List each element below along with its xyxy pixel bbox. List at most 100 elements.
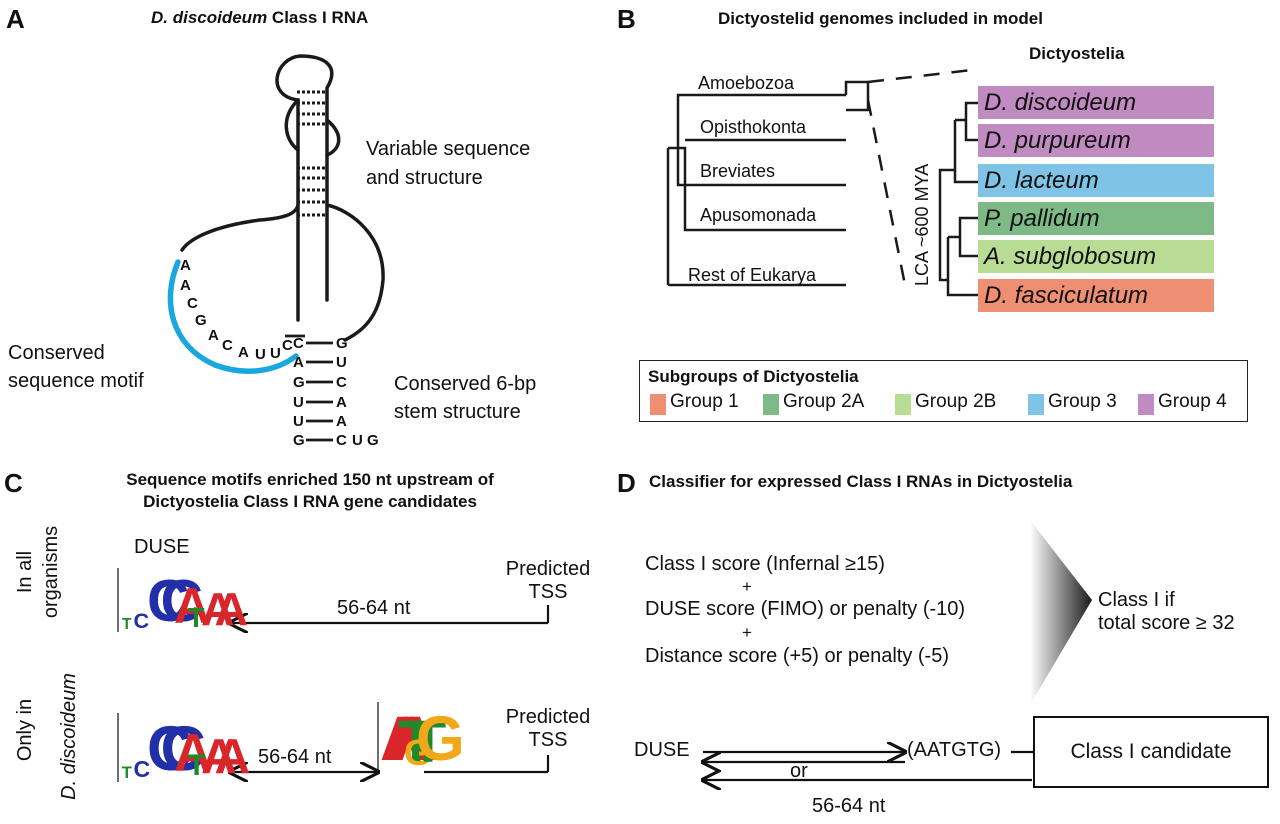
result-line-1: Class I if bbox=[1098, 589, 1175, 611]
distance-label-1: 56-64 nt bbox=[337, 597, 411, 619]
stem-right-6: C bbox=[336, 432, 347, 449]
rna-backbone-left bbox=[275, 54, 334, 322]
taxon-opisthokonta: Opisthokonta bbox=[700, 117, 807, 137]
logo-letter: T bbox=[122, 615, 132, 633]
tss-label-1a: Predicted bbox=[505, 558, 591, 580]
panel-d-title: Classifier for expressed Class I RNAs in… bbox=[649, 472, 1073, 491]
stem-right-2: U bbox=[336, 354, 347, 371]
result-line-2: total score ≥ 32 bbox=[1098, 612, 1235, 634]
panel-letter-b: B bbox=[617, 4, 636, 34]
species-bar-d-purpureum: D. purpureum bbox=[978, 124, 1214, 157]
logo-letter: C bbox=[133, 608, 150, 634]
species-bar-d-fasciculatum: D. fasciculatum bbox=[978, 279, 1214, 312]
legend-swatch-group-2b bbox=[895, 394, 911, 415]
stem-right-1: G bbox=[336, 335, 348, 352]
panel-a-title: D. discoideum Class I RNA bbox=[151, 8, 368, 28]
score-plus-2: + bbox=[742, 623, 752, 642]
motif-nt-6: C bbox=[222, 337, 233, 354]
logo-letter: C bbox=[147, 714, 193, 785]
rna-top-loop bbox=[284, 98, 341, 157]
panel-b-title: Dictyostelid genomes included in model bbox=[718, 9, 1043, 28]
logo-letter: A bbox=[214, 728, 251, 784]
legend-label-group-1: Group 1 bbox=[670, 391, 739, 412]
row2-label-1: Only in bbox=[14, 698, 36, 762]
motif-arc bbox=[167, 259, 299, 374]
panel-a-title-rest: Class I RNA bbox=[267, 8, 369, 27]
score-line-1: Class I score (Infernal ≥15) bbox=[645, 553, 885, 575]
logo-letter: C bbox=[133, 755, 151, 782]
stem-right-5: A bbox=[336, 413, 347, 430]
score-plus-1: + bbox=[742, 577, 752, 596]
stem-left-1: C bbox=[293, 335, 304, 352]
panel-a-title-species: D. discoideum bbox=[151, 8, 268, 27]
legend-label-group-4: Group 4 bbox=[1158, 391, 1227, 412]
logo-letter: A bbox=[214, 582, 249, 635]
legend-title: Subgroups of Dictyostelia bbox=[648, 367, 859, 386]
variable-label-2: and structure bbox=[366, 167, 483, 189]
stem-label-2: stem structure bbox=[394, 401, 521, 423]
stem-left-2: A bbox=[293, 354, 304, 371]
legend-swatch-group-1 bbox=[650, 394, 666, 415]
lca-label: LCA ~600 MYA bbox=[912, 163, 932, 286]
legend-swatch-group-4 bbox=[1138, 394, 1154, 415]
taxon-apusomonada: Apusomonada bbox=[700, 205, 817, 225]
stem-right-4: A bbox=[336, 394, 347, 411]
stem-left-6: G bbox=[293, 432, 305, 449]
rna-structure bbox=[180, 54, 385, 342]
motif-nt-7: A bbox=[238, 344, 249, 361]
motif-nt-9: U bbox=[270, 345, 281, 362]
tss-label-2b: TSS bbox=[528, 729, 568, 751]
stem-tail: U G bbox=[352, 432, 379, 449]
motif-label-1: Conserved bbox=[8, 342, 105, 364]
motif-nt-1: A bbox=[180, 257, 191, 274]
stem-left-4: U bbox=[293, 394, 304, 411]
panel-letter-a: A bbox=[6, 4, 25, 34]
logo-axes bbox=[117, 568, 379, 782]
species-bar-a-subglobosum: A. subglobosum bbox=[978, 240, 1214, 273]
stem-pairs bbox=[306, 341, 333, 442]
species-bar-p-pallidum: P. pallidum bbox=[978, 202, 1214, 235]
taxon-breviates: Breviates bbox=[700, 161, 776, 181]
motif-nt-5: A bbox=[208, 327, 219, 344]
score-line-2: DUSE score (FIMO) or penalty (-10) bbox=[645, 598, 966, 620]
motif-nt-10: C bbox=[282, 337, 293, 354]
nucleotide-letters: A A C G A C A U U C C A G U U G G U C A … bbox=[180, 257, 379, 449]
taxon-rest-of-eukarya: Rest of Eukarya bbox=[688, 265, 817, 285]
stem-right-3: C bbox=[336, 374, 347, 391]
panel-c-title-1: Sequence motifs enriched 150 nt upstream… bbox=[126, 470, 494, 489]
logo-letter: T bbox=[121, 763, 132, 782]
subgroup-legend bbox=[639, 360, 1248, 422]
legend-label-group-2a: Group 2A bbox=[783, 391, 865, 412]
legend-label-group-3: Group 3 bbox=[1048, 391, 1117, 412]
variable-label-1: Variable sequence bbox=[366, 138, 531, 160]
tss-label-1b: TSS bbox=[528, 581, 568, 603]
logo-letter: C bbox=[160, 569, 204, 635]
score-line-3: Distance score (+5) or penalty (-5) bbox=[645, 645, 950, 667]
logo-letter: T bbox=[187, 602, 205, 634]
d-duse-label: DUSE bbox=[634, 739, 690, 761]
logo-letter: C bbox=[160, 714, 206, 785]
logo-letter: G bbox=[416, 704, 465, 775]
row1-label-2: organisms bbox=[40, 525, 62, 619]
taxon-amoebozoa: Amoebozoa bbox=[698, 73, 795, 93]
logo-letter: A bbox=[174, 578, 210, 635]
stem-left-3: G bbox=[293, 374, 305, 391]
motif-nt-4: G bbox=[195, 312, 207, 329]
dicty-tree bbox=[938, 101, 978, 297]
panel-c-title-2: Dictyostelia Class I RNA gene candidates bbox=[143, 492, 477, 511]
rna-left-arm bbox=[180, 203, 300, 252]
panel-letter-c: C bbox=[4, 468, 23, 498]
panel-c-lines bbox=[230, 605, 550, 772]
row1-label-1: In all bbox=[14, 550, 36, 594]
legend-swatch-group-3 bbox=[1028, 394, 1044, 415]
expansion-lines bbox=[866, 68, 973, 291]
stem-left-5: U bbox=[293, 413, 304, 430]
rna-right-arm bbox=[325, 203, 385, 342]
species-bar-d-discoideum: D. discoideum bbox=[978, 86, 1214, 119]
motif-nt-3: C bbox=[187, 295, 198, 312]
stem-label-1: Conserved 6-bp bbox=[394, 373, 537, 395]
logo-letter: T bbox=[187, 749, 206, 783]
